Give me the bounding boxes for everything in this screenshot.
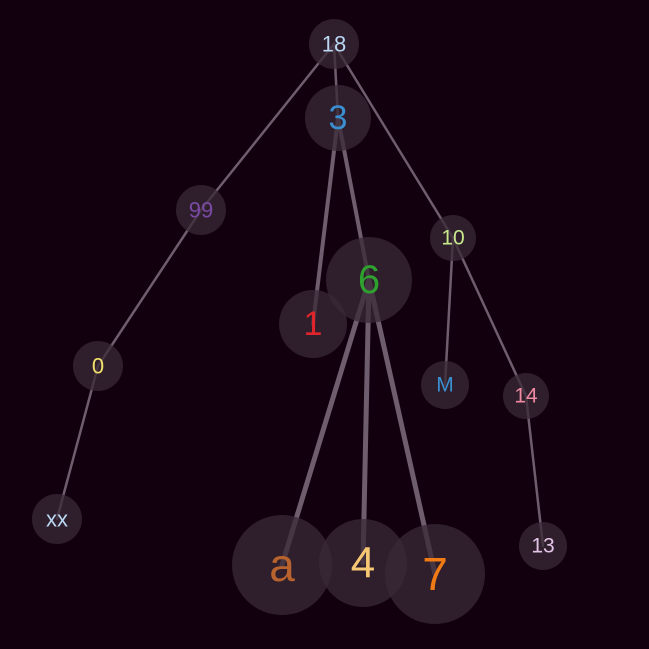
node-label: 3 [329,99,348,137]
node-na: a [232,515,332,615]
node-circle [519,522,567,570]
node-circle [430,215,476,261]
edge-n6-n4 [360,277,372,566]
node-n0: 0 [73,341,123,391]
node-label: 14 [514,385,538,408]
node-n10: 10 [430,215,476,261]
node-circle [32,494,82,544]
node-label: 0 [92,354,104,379]
node-circle [421,361,469,409]
node-circle [232,515,332,615]
edge-n18-n10 [332,42,455,240]
node-label: M [436,374,454,397]
edge-n18-n99 [199,42,336,212]
node-circle [305,85,371,151]
node-circle [309,19,359,69]
node-label: a [269,539,295,591]
node-n1: 1 [279,290,347,358]
node-n14: 14 [503,373,549,419]
edge-n3-n1 [311,116,340,326]
edge-n99-n0 [96,208,203,368]
node-circle [279,290,347,358]
node-label: 99 [189,198,213,223]
node-circle [319,519,407,607]
node-label: 7 [422,548,448,600]
edge-n14-n13 [524,394,545,548]
node-circle [326,237,412,323]
node-label: 4 [351,539,375,588]
node-label: 6 [358,258,380,302]
edge-n0-nxx [55,364,100,521]
node-circle [385,524,485,624]
node-circle [73,341,123,391]
node-circle [176,185,226,235]
node-n13: 13 [519,522,567,570]
edge-n10-n14 [451,236,528,398]
node-nxx: xx [32,494,82,544]
node-n4: 4 [319,519,407,607]
node-n6: 6 [326,237,412,323]
edges-layer [55,42,545,577]
node-nM: M [421,361,469,409]
node-label: 1 [304,305,323,343]
node-n18: 18 [309,19,359,69]
node-circle [503,373,549,419]
node-n99: 99 [176,185,226,235]
node-n3: 3 [305,85,371,151]
node-label: 10 [441,227,464,250]
node-label: 13 [531,535,554,558]
node-label: xx [46,507,68,532]
edge-n6-n7 [366,277,438,577]
node-label: 18 [322,32,346,57]
node-n7: 7 [385,524,485,624]
edge-n10-nM [443,236,455,387]
